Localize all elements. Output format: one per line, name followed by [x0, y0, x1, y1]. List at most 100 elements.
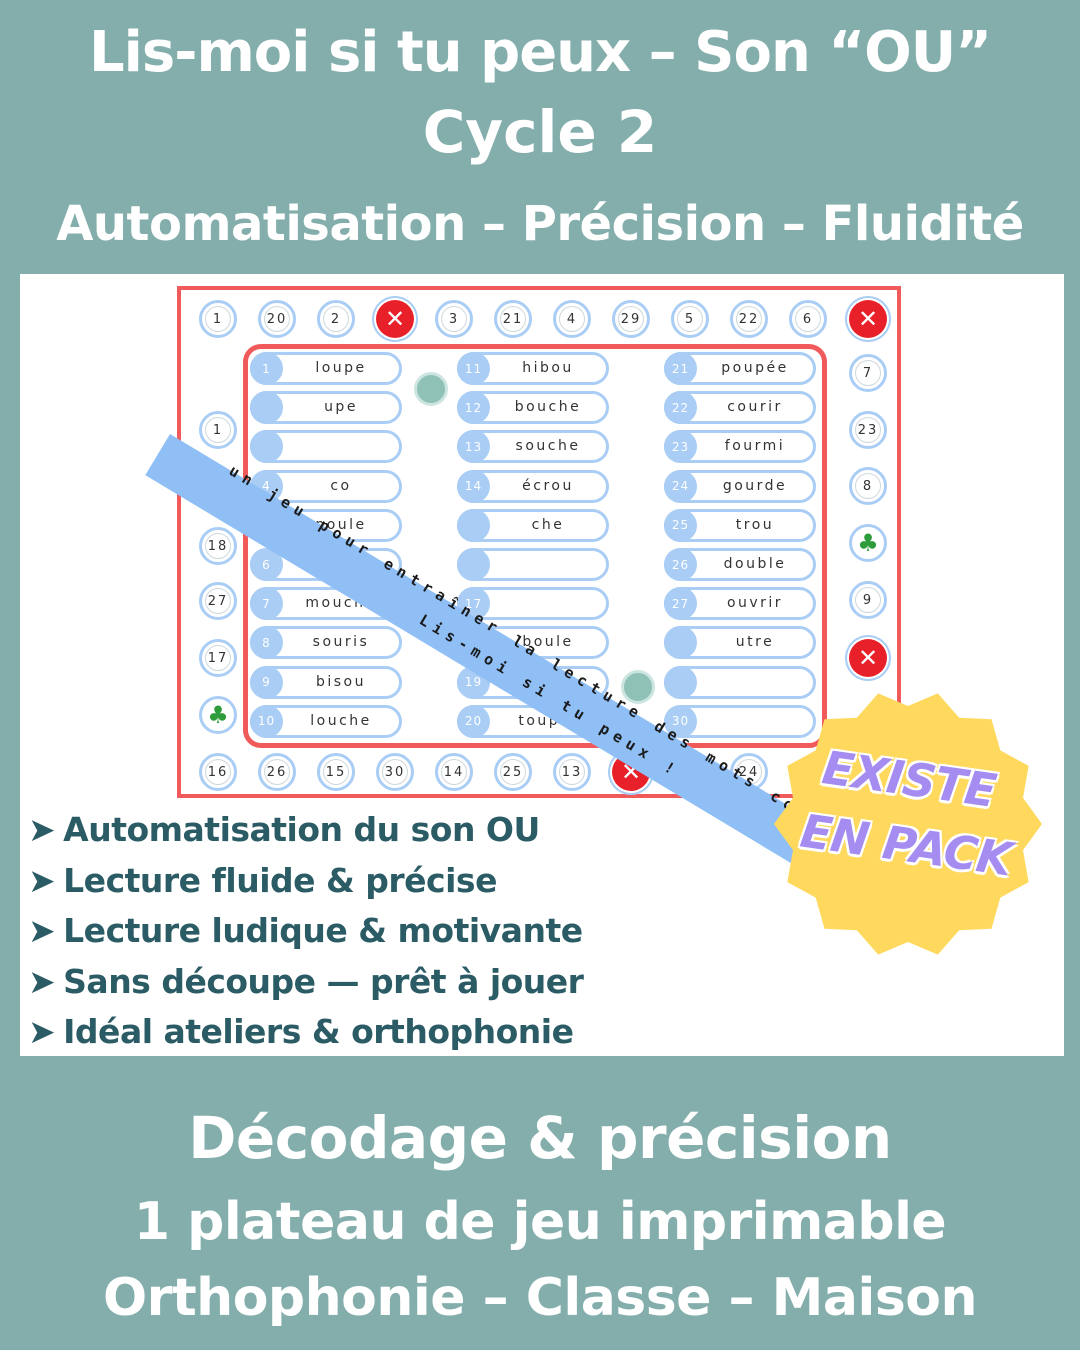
- star-burst-icon: [774, 693, 1042, 955]
- word-pill: 21 poupée: [664, 352, 816, 385]
- word-text: poupée: [721, 360, 789, 376]
- seal-icon: [621, 670, 655, 704]
- track-cell: 6: [789, 300, 827, 338]
- footer-line-2: 1 plateau de jeu imprimable: [133, 1192, 947, 1252]
- track-cell: 13: [553, 753, 591, 791]
- word-text: [283, 433, 399, 460]
- track-cell: 23: [849, 411, 887, 449]
- clover-icon: ♣: [849, 524, 887, 562]
- arrow-icon: ➤: [28, 1012, 56, 1051]
- track-cell: 2: [317, 300, 355, 338]
- word-number: 7: [250, 587, 283, 621]
- word-pill: 13 souche: [457, 430, 609, 464]
- word-text: louche: [310, 712, 372, 729]
- title-line-2: Cycle 2: [422, 98, 658, 166]
- clover-icon: ♣: [199, 696, 237, 734]
- track-cell: 29: [612, 300, 650, 338]
- word-text: upe: [324, 399, 358, 416]
- word-text: bouche: [514, 399, 582, 416]
- word-number: 17: [457, 587, 490, 621]
- track-cell: 18: [199, 527, 237, 565]
- word-pill: upe: [250, 391, 402, 425]
- word-text: co: [330, 477, 352, 494]
- preview-panel: 1202✕3214295226✕7238♣9✕16261530142513✕12…: [20, 274, 1064, 1056]
- word-text: souche: [515, 438, 581, 455]
- track-cell: 21: [494, 300, 532, 338]
- word-text: utre: [735, 634, 775, 651]
- track-cell: 1: [199, 411, 237, 449]
- arrow-icon: ➤: [28, 810, 56, 849]
- track-cell: 8: [849, 467, 887, 505]
- word-text: souris: [312, 634, 370, 651]
- cross-icon: ✕: [849, 300, 887, 338]
- footer-line-1: Décodage & précision: [188, 1104, 892, 1172]
- footer-line-3: Orthophonie – Classe – Maison: [102, 1268, 978, 1328]
- word-number: [664, 665, 697, 699]
- cross-icon: ✕: [849, 639, 887, 677]
- track-cell: 5: [671, 300, 709, 338]
- word-number: 27: [664, 587, 697, 621]
- track-cell: 3: [435, 300, 473, 338]
- word-number: 14: [457, 469, 490, 503]
- word-number: 9: [250, 665, 283, 699]
- word-number: 21: [664, 352, 697, 385]
- track-cell: 1: [199, 300, 237, 338]
- word-number: 25: [664, 508, 697, 542]
- track-cell: 26: [258, 753, 296, 791]
- word-number: [664, 626, 697, 660]
- seal-icon: [414, 372, 448, 406]
- word-number: 20: [457, 704, 490, 738]
- feature-item: ➤Idéal ateliers & orthophonie: [28, 1012, 574, 1051]
- word-pill: [457, 548, 609, 581]
- word-text: [490, 551, 606, 578]
- title-line-1: Lis-moi si tu peux – Son “OU”: [88, 20, 992, 85]
- word-number: 24: [664, 469, 697, 503]
- track-cell: 4: [553, 300, 591, 338]
- word-pill: 11 hibou: [457, 352, 609, 385]
- pack-badge: EXISTE EN PACK: [770, 686, 1046, 962]
- track-cell: 27: [199, 582, 237, 620]
- word-pill: [664, 665, 816, 699]
- arrow-icon: ➤: [28, 861, 56, 900]
- subtitle: Automatisation – Précision – Fluidité: [56, 196, 1024, 252]
- feature-item: ➤Sans découpe — prêt à jouer: [28, 962, 584, 1001]
- word-text: boule: [522, 634, 574, 651]
- word-number: [250, 430, 283, 464]
- track-cell: 22: [730, 300, 768, 338]
- feature-item: ➤Automatisation du son OU: [28, 810, 540, 849]
- word-text: trou: [735, 516, 775, 533]
- word-text: hibou: [522, 360, 574, 376]
- track-cell: 7: [849, 354, 887, 392]
- word-number: 23: [664, 430, 697, 464]
- word-text: courir: [727, 399, 783, 416]
- feature-item: ➤Lecture fluide & précise: [28, 861, 497, 900]
- word-pill: [250, 430, 402, 464]
- word-pill: 1 loupe: [250, 352, 402, 385]
- word-number: 26: [664, 548, 697, 581]
- word-text: [490, 590, 606, 617]
- arrow-icon: ➤: [28, 962, 56, 1001]
- word-pill: utre: [664, 626, 816, 660]
- word-text: loupe: [315, 360, 367, 376]
- word-pill: 25 trou: [664, 508, 816, 542]
- word-pill: 30: [664, 704, 816, 738]
- track-cell: 25: [494, 753, 532, 791]
- word-number: 13: [457, 430, 490, 464]
- word-text: écrou: [522, 477, 574, 494]
- word-pill: 10 louche: [250, 704, 402, 738]
- word-number: 11: [457, 352, 490, 385]
- word-text: fourmi: [724, 438, 786, 455]
- word-number: 30: [664, 704, 697, 738]
- word-text: bisou: [315, 673, 366, 690]
- word-number: 1: [250, 352, 283, 385]
- track-cell: 9: [849, 581, 887, 619]
- word-number: [457, 508, 490, 542]
- track-cell: 30: [376, 753, 414, 791]
- track-cell: 16: [199, 753, 237, 791]
- track-cell: 15: [317, 753, 355, 791]
- word-number: 12: [457, 391, 490, 425]
- word-number: 10: [250, 704, 283, 738]
- word-pill: 17: [457, 587, 609, 621]
